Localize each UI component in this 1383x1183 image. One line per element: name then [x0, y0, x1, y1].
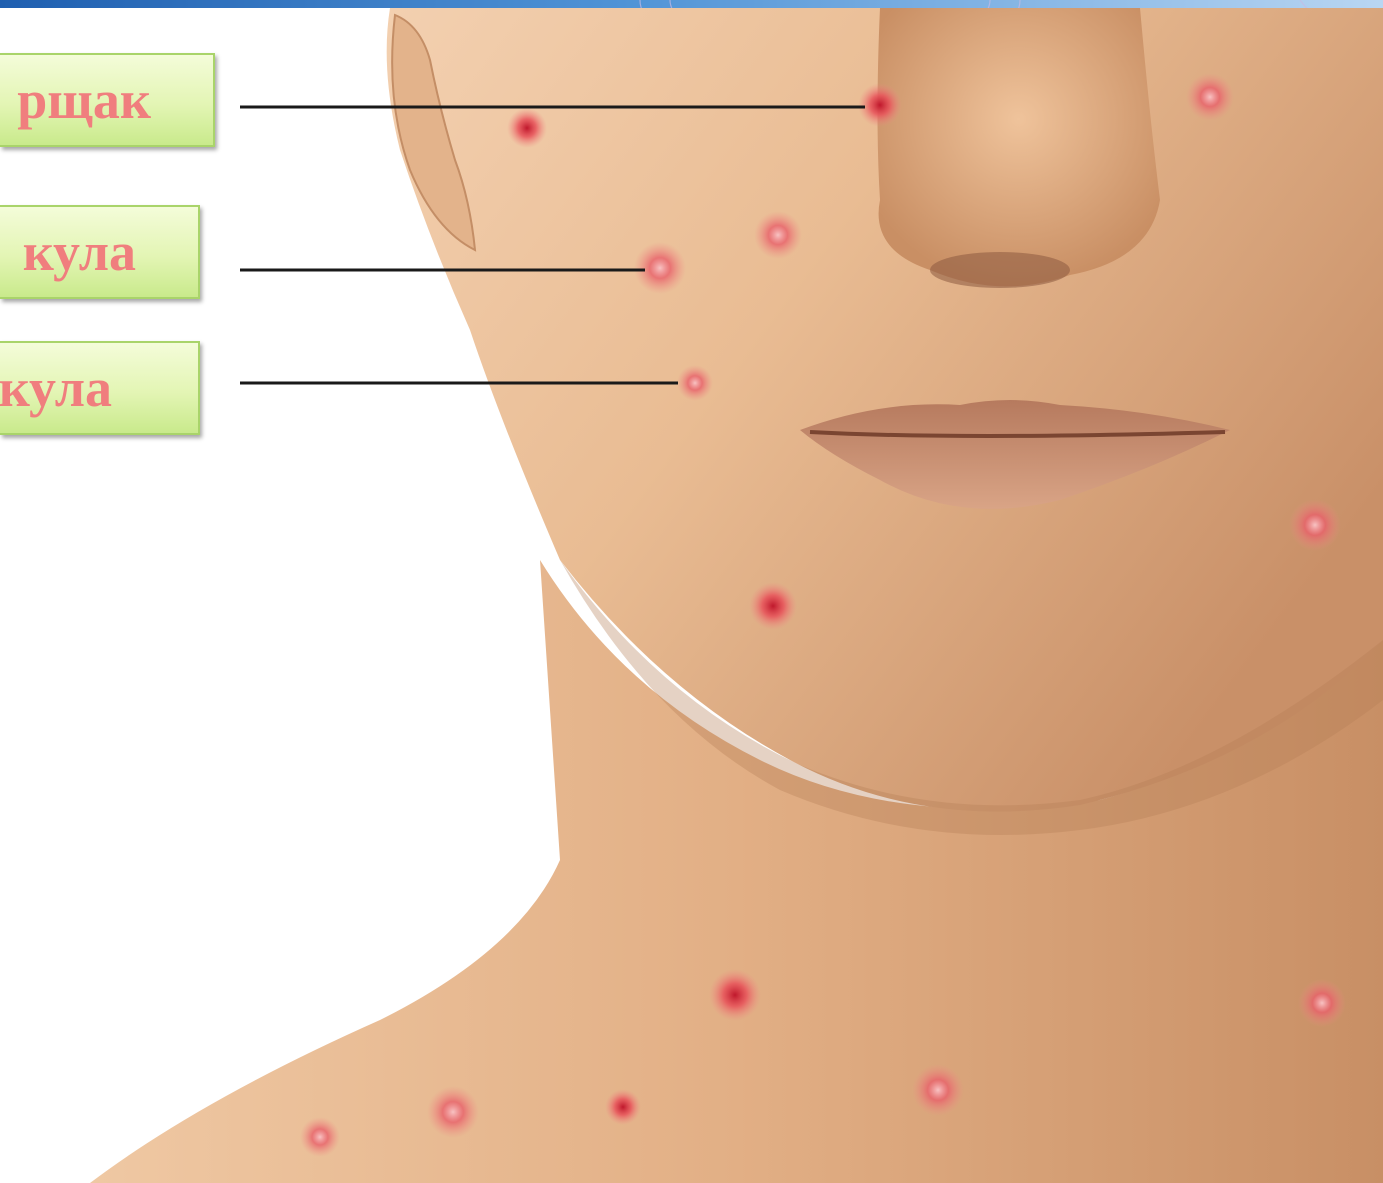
- label-text-3: кула: [0, 361, 112, 415]
- label-box-2: кула: [0, 205, 200, 299]
- label-box-1: рщак: [0, 53, 215, 147]
- label-text-2: кула: [23, 225, 136, 279]
- label-text-1: рщак: [17, 73, 151, 127]
- nose-shape: [878, 8, 1161, 286]
- label-box-3: кула: [0, 341, 200, 435]
